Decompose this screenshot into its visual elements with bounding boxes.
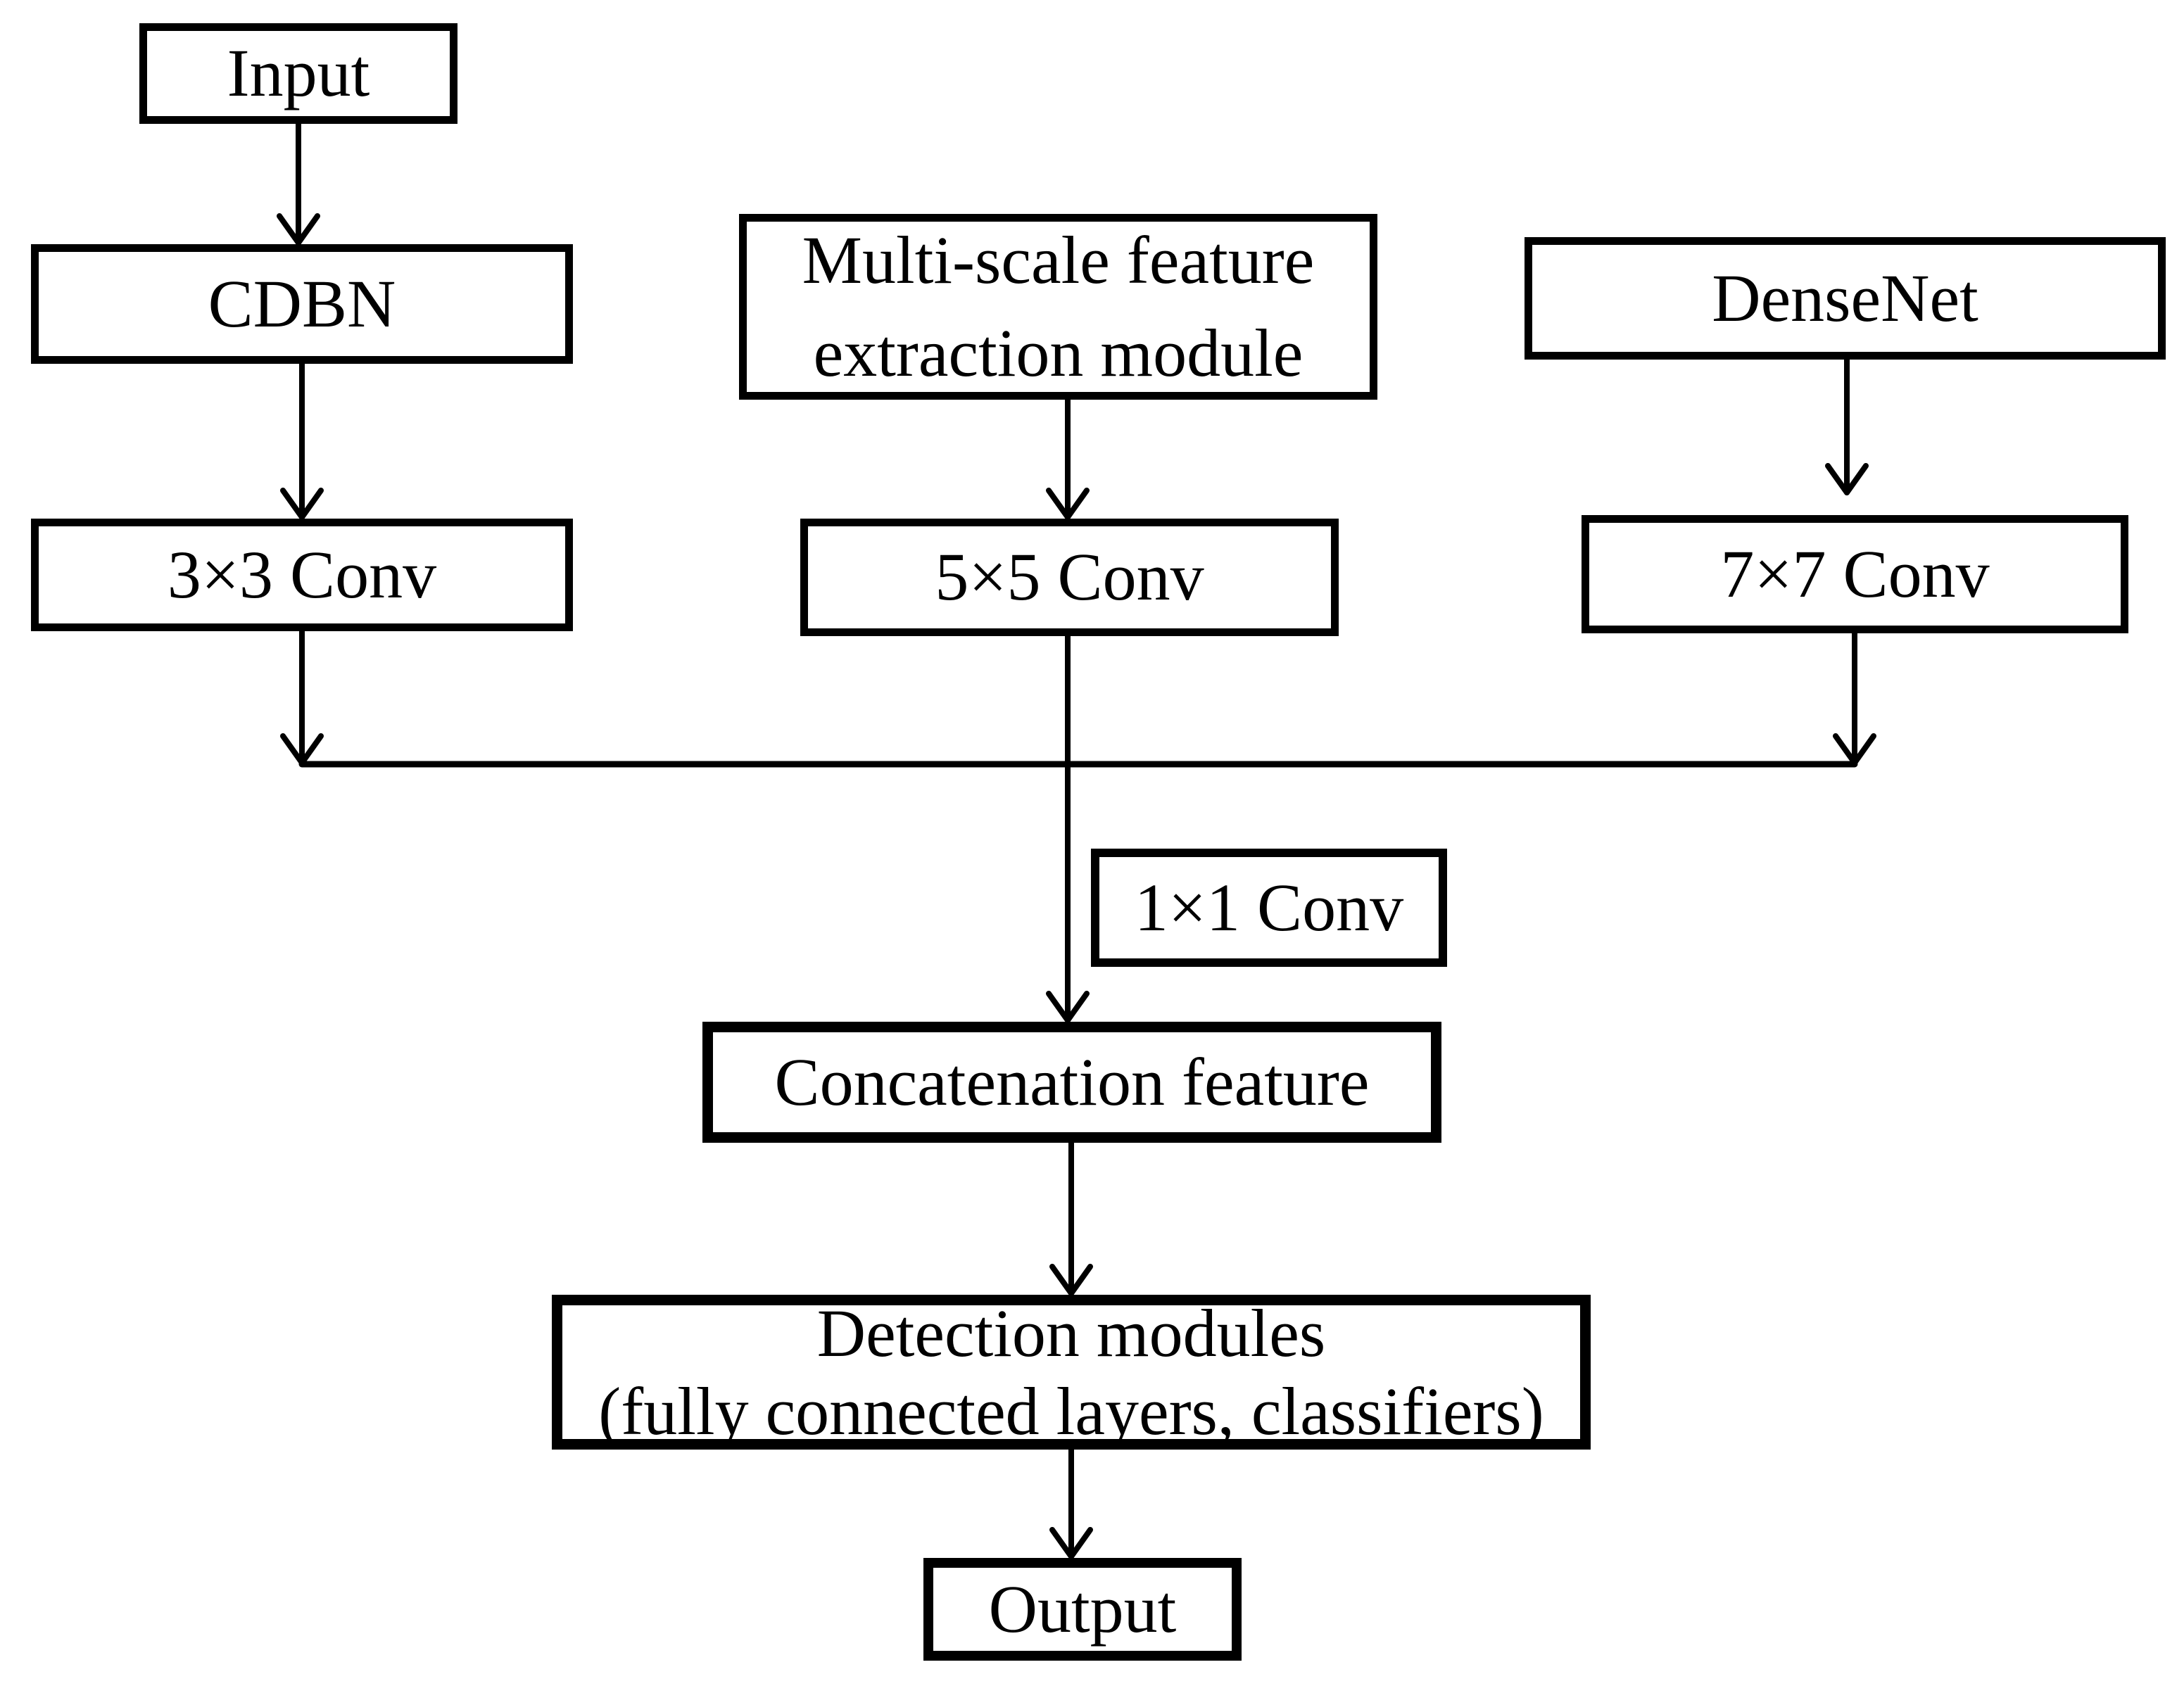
arrowhead-down-icon	[1046, 488, 1090, 520]
node-detection-modules: Detection modules (fully connected layer…	[552, 1295, 1591, 1450]
arrowhead-down-icon	[277, 213, 320, 246]
node-conv-3x3-label: 3×3 Conv	[167, 536, 437, 612]
node-conv-1x1-label: 1×1 Conv	[1134, 869, 1404, 945]
node-cdbn-label: CDBN	[208, 265, 396, 341]
node-concatenation-feature: Concatenation feature	[702, 1022, 1441, 1143]
arrowhead-down-icon	[1049, 1527, 1093, 1559]
node-output: Output	[923, 1558, 1242, 1661]
node-densenet-label: DenseNet	[1712, 260, 1978, 336]
node-multiscale-feature-extraction: Multi-scale feature extraction module	[739, 214, 1377, 400]
arrow-input-to-cdbn	[277, 121, 320, 246]
arrow-concat-to-detection	[1049, 1140, 1093, 1296]
node-conv-1x1: 1×1 Conv	[1091, 849, 1447, 967]
arrow-densenet-to-conv7	[1825, 357, 1869, 495]
arrowhead-down-icon	[1049, 1264, 1093, 1296]
node-output-label: Output	[988, 1571, 1177, 1647]
arrow-multiscale-to-conv5	[1046, 397, 1090, 520]
arrowhead-down-icon	[280, 488, 324, 520]
node-detection-label-line2: (fully connected layers, classifiers)	[598, 1374, 1544, 1449]
node-conv-5x5-label: 5×5 Conv	[935, 539, 1204, 615]
arrow-conv7-to-merge	[1833, 630, 1876, 766]
arrow-detection-to-output	[1049, 1447, 1093, 1559]
node-conv-7x7: 7×7 Conv	[1582, 515, 2128, 633]
node-input-label: Input	[227, 35, 370, 111]
arrow-cdbn-to-conv3	[280, 361, 324, 520]
node-conv-5x5: 5×5 Conv	[800, 519, 1339, 636]
node-detection-label-line1: Detection modules	[816, 1295, 1326, 1371]
node-conv-3x3: 3×3 Conv	[31, 519, 573, 631]
node-conv-7x7-label: 7×7 Conv	[1720, 535, 1990, 611]
node-cdbn: CDBN	[31, 244, 573, 364]
node-input: Input	[139, 23, 457, 124]
arrowhead-down-icon	[1046, 991, 1090, 1023]
node-multiscale-label-line1: Multi-scale feature	[802, 222, 1315, 298]
arrow-conv5-to-concat	[1046, 633, 1090, 1023]
node-densenet: DenseNet	[1525, 237, 2166, 360]
node-concatenation-label: Concatenation feature	[774, 1044, 1370, 1120]
node-multiscale-label-line2: extraction module	[813, 315, 1304, 391]
arrowhead-down-icon	[1825, 463, 1869, 495]
arrow-conv3-to-merge	[280, 628, 324, 766]
